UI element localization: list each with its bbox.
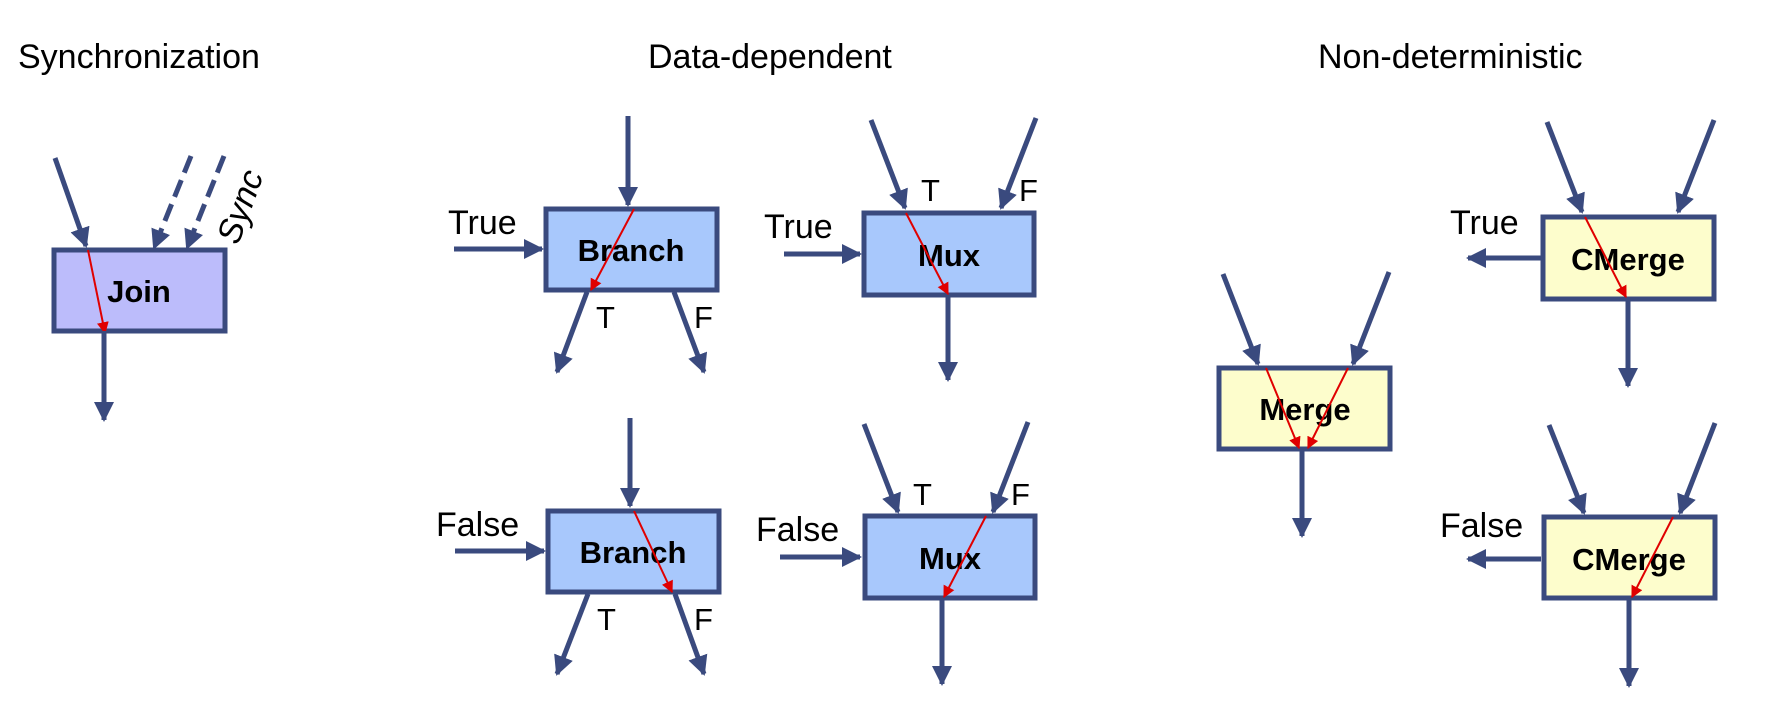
branch-true-label: Branch (578, 233, 685, 268)
branch-false-token-path (633, 510, 673, 594)
mux-false-label: Mux (919, 541, 982, 576)
mux-false-in-t-arrow (861, 423, 901, 514)
branch-false-out-t (554, 593, 591, 676)
cmerge-true-control-label: True (1450, 204, 1519, 242)
branch-false-t-label: T (597, 602, 616, 637)
branch-true-node: True Branch T F (448, 116, 720, 374)
branch-true-out-t (553, 291, 590, 374)
mux-true-t-label: T (921, 173, 940, 208)
branch-false-f-label: F (694, 602, 713, 637)
join-label: Join (107, 274, 171, 309)
cmerge-false-box (1541, 514, 1718, 601)
mux-true-token-path (905, 212, 949, 296)
branch-false-box (545, 508, 722, 595)
cmerge-true-input-arrow-2 (1675, 119, 1717, 214)
mux-false-f-label: F (1011, 477, 1030, 512)
join-box (51, 247, 228, 334)
cmerge-false-control-label: False (1440, 507, 1523, 545)
title-data-dependent: Data-dependent (648, 38, 892, 76)
join-sync-label: Sync (210, 165, 272, 249)
branch-false-out-f (672, 593, 708, 676)
cmerge-false-input-arrow-1 (1546, 424, 1587, 515)
mux-true-in-f-arrow (998, 117, 1039, 210)
cmerge-true-box (1540, 214, 1717, 302)
mux-false-t-label: T (913, 477, 932, 512)
branch-false-label: Branch (580, 535, 687, 570)
mux-false-control-label: False (756, 511, 839, 549)
mux-false-token-path (943, 515, 987, 599)
branch-true-control-label: True (448, 204, 517, 242)
branch-false-control-label: False (436, 506, 519, 544)
title-synchronization: Synchronization (18, 38, 260, 76)
cmerge-true-label: CMerge (1571, 242, 1685, 277)
join-node: Sync Join (51, 155, 272, 422)
mux-true-f-label: F (1019, 173, 1038, 208)
join-sync-arrow-2 (184, 155, 227, 250)
cmerge-true-input-arrow-1 (1544, 121, 1585, 214)
merge-box (1216, 365, 1393, 452)
title-non-deterministic: Non-deterministic (1318, 38, 1583, 76)
cmerge-false-input-arrow-2 (1677, 422, 1718, 515)
mux-true-control-label: True (764, 208, 833, 246)
mux-false-node: T F False Mux (756, 421, 1038, 686)
cmerge-true-node: True CMerge (1450, 119, 1717, 388)
merge-label: Merge (1259, 392, 1350, 427)
cmerge-true-token-path (1584, 216, 1627, 299)
merge-node: Merge (1216, 271, 1393, 538)
cmerge-false-label: CMerge (1572, 542, 1686, 577)
join-sync-arrow-1 (151, 155, 194, 250)
branch-true-out-f (671, 291, 708, 374)
cmerge-false-token-path (1631, 516, 1674, 599)
branch-true-token-path (590, 208, 635, 292)
merge-token-path-1 (1265, 367, 1301, 450)
branch-true-box (543, 206, 720, 293)
branch-true-f-label: F (694, 300, 713, 335)
join-token-path (87, 249, 109, 335)
branch-true-t-label: T (596, 300, 615, 335)
merge-input-arrow-1 (1220, 273, 1261, 366)
join-input-arrow (52, 157, 90, 248)
mux-true-node: T F True Mux (764, 117, 1039, 382)
branch-false-node: False Branch T F (436, 418, 722, 676)
merge-token-path-2 (1307, 367, 1349, 450)
mux-true-box (861, 210, 1037, 298)
mux-false-in-f-arrow (990, 421, 1031, 514)
mux-true-in-t-arrow (868, 119, 908, 210)
merge-input-arrow-2 (1350, 271, 1392, 366)
cmerge-false-node: False CMerge (1440, 422, 1718, 688)
